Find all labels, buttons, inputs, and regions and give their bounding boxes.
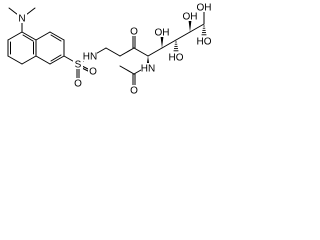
atom-ketone-oxygen: O bbox=[130, 27, 138, 38]
hash-bond bbox=[201, 25, 207, 36]
atom-hydroxyl: HO bbox=[197, 37, 212, 48]
bond bbox=[175, 31, 191, 41]
bond bbox=[35, 55, 51, 65]
bond bbox=[35, 31, 51, 41]
bond bbox=[22, 34, 34, 42]
atom-sulfonyl-oxygen: O bbox=[74, 79, 82, 90]
bond bbox=[161, 39, 177, 49]
atom-n-dimethylamino: N bbox=[18, 14, 25, 25]
bond bbox=[7, 31, 23, 41]
bond bbox=[119, 47, 135, 57]
bond bbox=[119, 65, 135, 75]
bond bbox=[50, 54, 62, 62]
atom-sulfur: S bbox=[75, 60, 82, 71]
chemical-structure: N HN S O O O HN O OH HO OH HO OH bbox=[7, 2, 212, 97]
atom-acetamide-nh: HN bbox=[141, 64, 155, 75]
atom-sulfonyl-oxygen: O bbox=[89, 67, 97, 78]
atom-hydroxyl: HO bbox=[169, 53, 184, 64]
atom-hydroxyl: OH bbox=[183, 12, 198, 23]
bond bbox=[7, 55, 23, 65]
wedge-bond bbox=[160, 36, 164, 48]
bond bbox=[50, 34, 62, 42]
bond bbox=[49, 31, 65, 41]
bond bbox=[105, 47, 121, 57]
stereo-bonds bbox=[146, 20, 207, 66]
atom-labels: N HN S O O O HN O OH HO OH HO OH bbox=[17, 2, 212, 97]
bond bbox=[189, 23, 205, 33]
atom-hydroxyl: OH bbox=[197, 3, 212, 14]
hash-bond bbox=[173, 41, 179, 52]
wedge-bond bbox=[188, 20, 192, 32]
atom-sulfonamide-nh: HN bbox=[83, 52, 97, 63]
bond bbox=[147, 47, 163, 57]
bonds bbox=[7, 7, 205, 87]
bond bbox=[49, 55, 65, 65]
bond bbox=[21, 31, 37, 41]
bond bbox=[133, 47, 149, 57]
atom-acetyl-oxygen: O bbox=[130, 86, 138, 97]
atom-hydroxyl: OH bbox=[155, 28, 170, 39]
bond bbox=[21, 55, 37, 65]
